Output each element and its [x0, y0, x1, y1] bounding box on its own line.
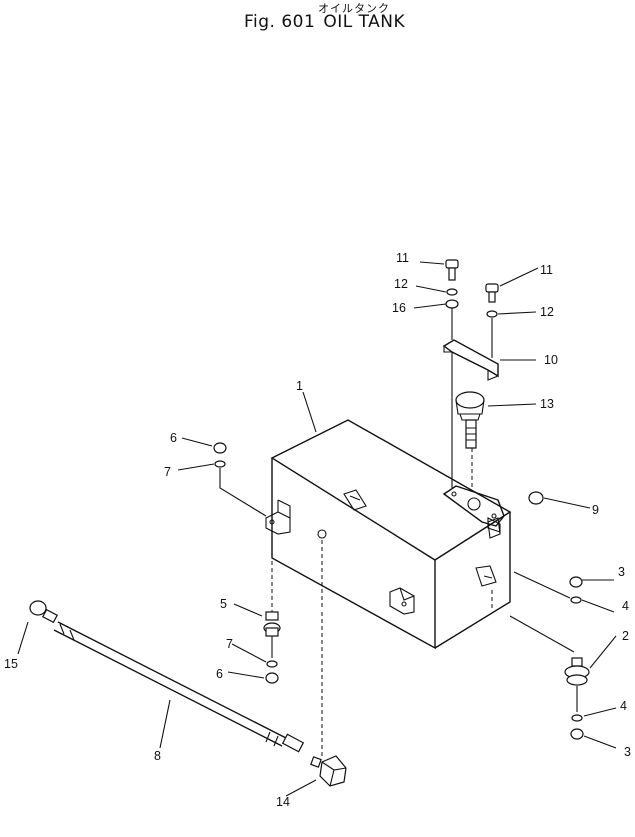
callout-7-upper: 7: [164, 465, 171, 479]
title-japanese: オイルタンク: [318, 2, 390, 15]
callout-3-lower: 3: [624, 745, 631, 759]
callout-4-upper: 4: [622, 599, 629, 613]
callout-4-lower: 4: [620, 699, 627, 713]
callout-13: 13: [540, 397, 554, 411]
hose-assembly: [29, 600, 347, 787]
figure-title: Fig. 601 OIL TANK: [244, 12, 405, 32]
left-lower-mount: [263, 540, 281, 684]
callout-11-left: 11: [396, 251, 409, 265]
breather-plug: [528, 491, 544, 505]
callout-5: 5: [220, 597, 227, 611]
callout-7-lower: 7: [226, 637, 233, 651]
callout-9: 9: [592, 503, 599, 517]
left-upper-fasteners: [213, 442, 267, 517]
callout-2: 2: [622, 629, 629, 643]
filler-cap: [455, 391, 485, 488]
callout-12-right: 12: [540, 305, 554, 319]
bolt-left: [445, 259, 459, 488]
callout-10: 10: [544, 353, 558, 367]
callout-12-left: 12: [394, 277, 408, 291]
callout-6-upper: 6: [170, 431, 177, 445]
callout-15: 15: [4, 657, 18, 671]
right-lower-mount: [509, 615, 590, 740]
oil-tank-body: [265, 419, 512, 650]
callout-3-upper: 3: [618, 565, 625, 579]
callout-1: 1: [296, 379, 303, 393]
callout-16: 16: [392, 301, 406, 315]
figure-name: OIL TANK: [323, 12, 406, 32]
right-upper-fasteners: [513, 571, 583, 604]
callout-8: 8: [154, 749, 161, 763]
figure-number: Fig. 601: [244, 12, 316, 32]
callout-6-lower: 6: [216, 667, 223, 681]
callout-labels: 1 2 3 3 4 4 5 6 6 7 7 8 9 10 11 11 12 12…: [4, 251, 631, 809]
callout-11-right: 11: [540, 263, 553, 277]
filler-neck-plate: [442, 485, 505, 533]
leader-lines: [17, 261, 617, 797]
callout-14: 14: [276, 795, 290, 809]
bolt-right: [485, 283, 499, 358]
